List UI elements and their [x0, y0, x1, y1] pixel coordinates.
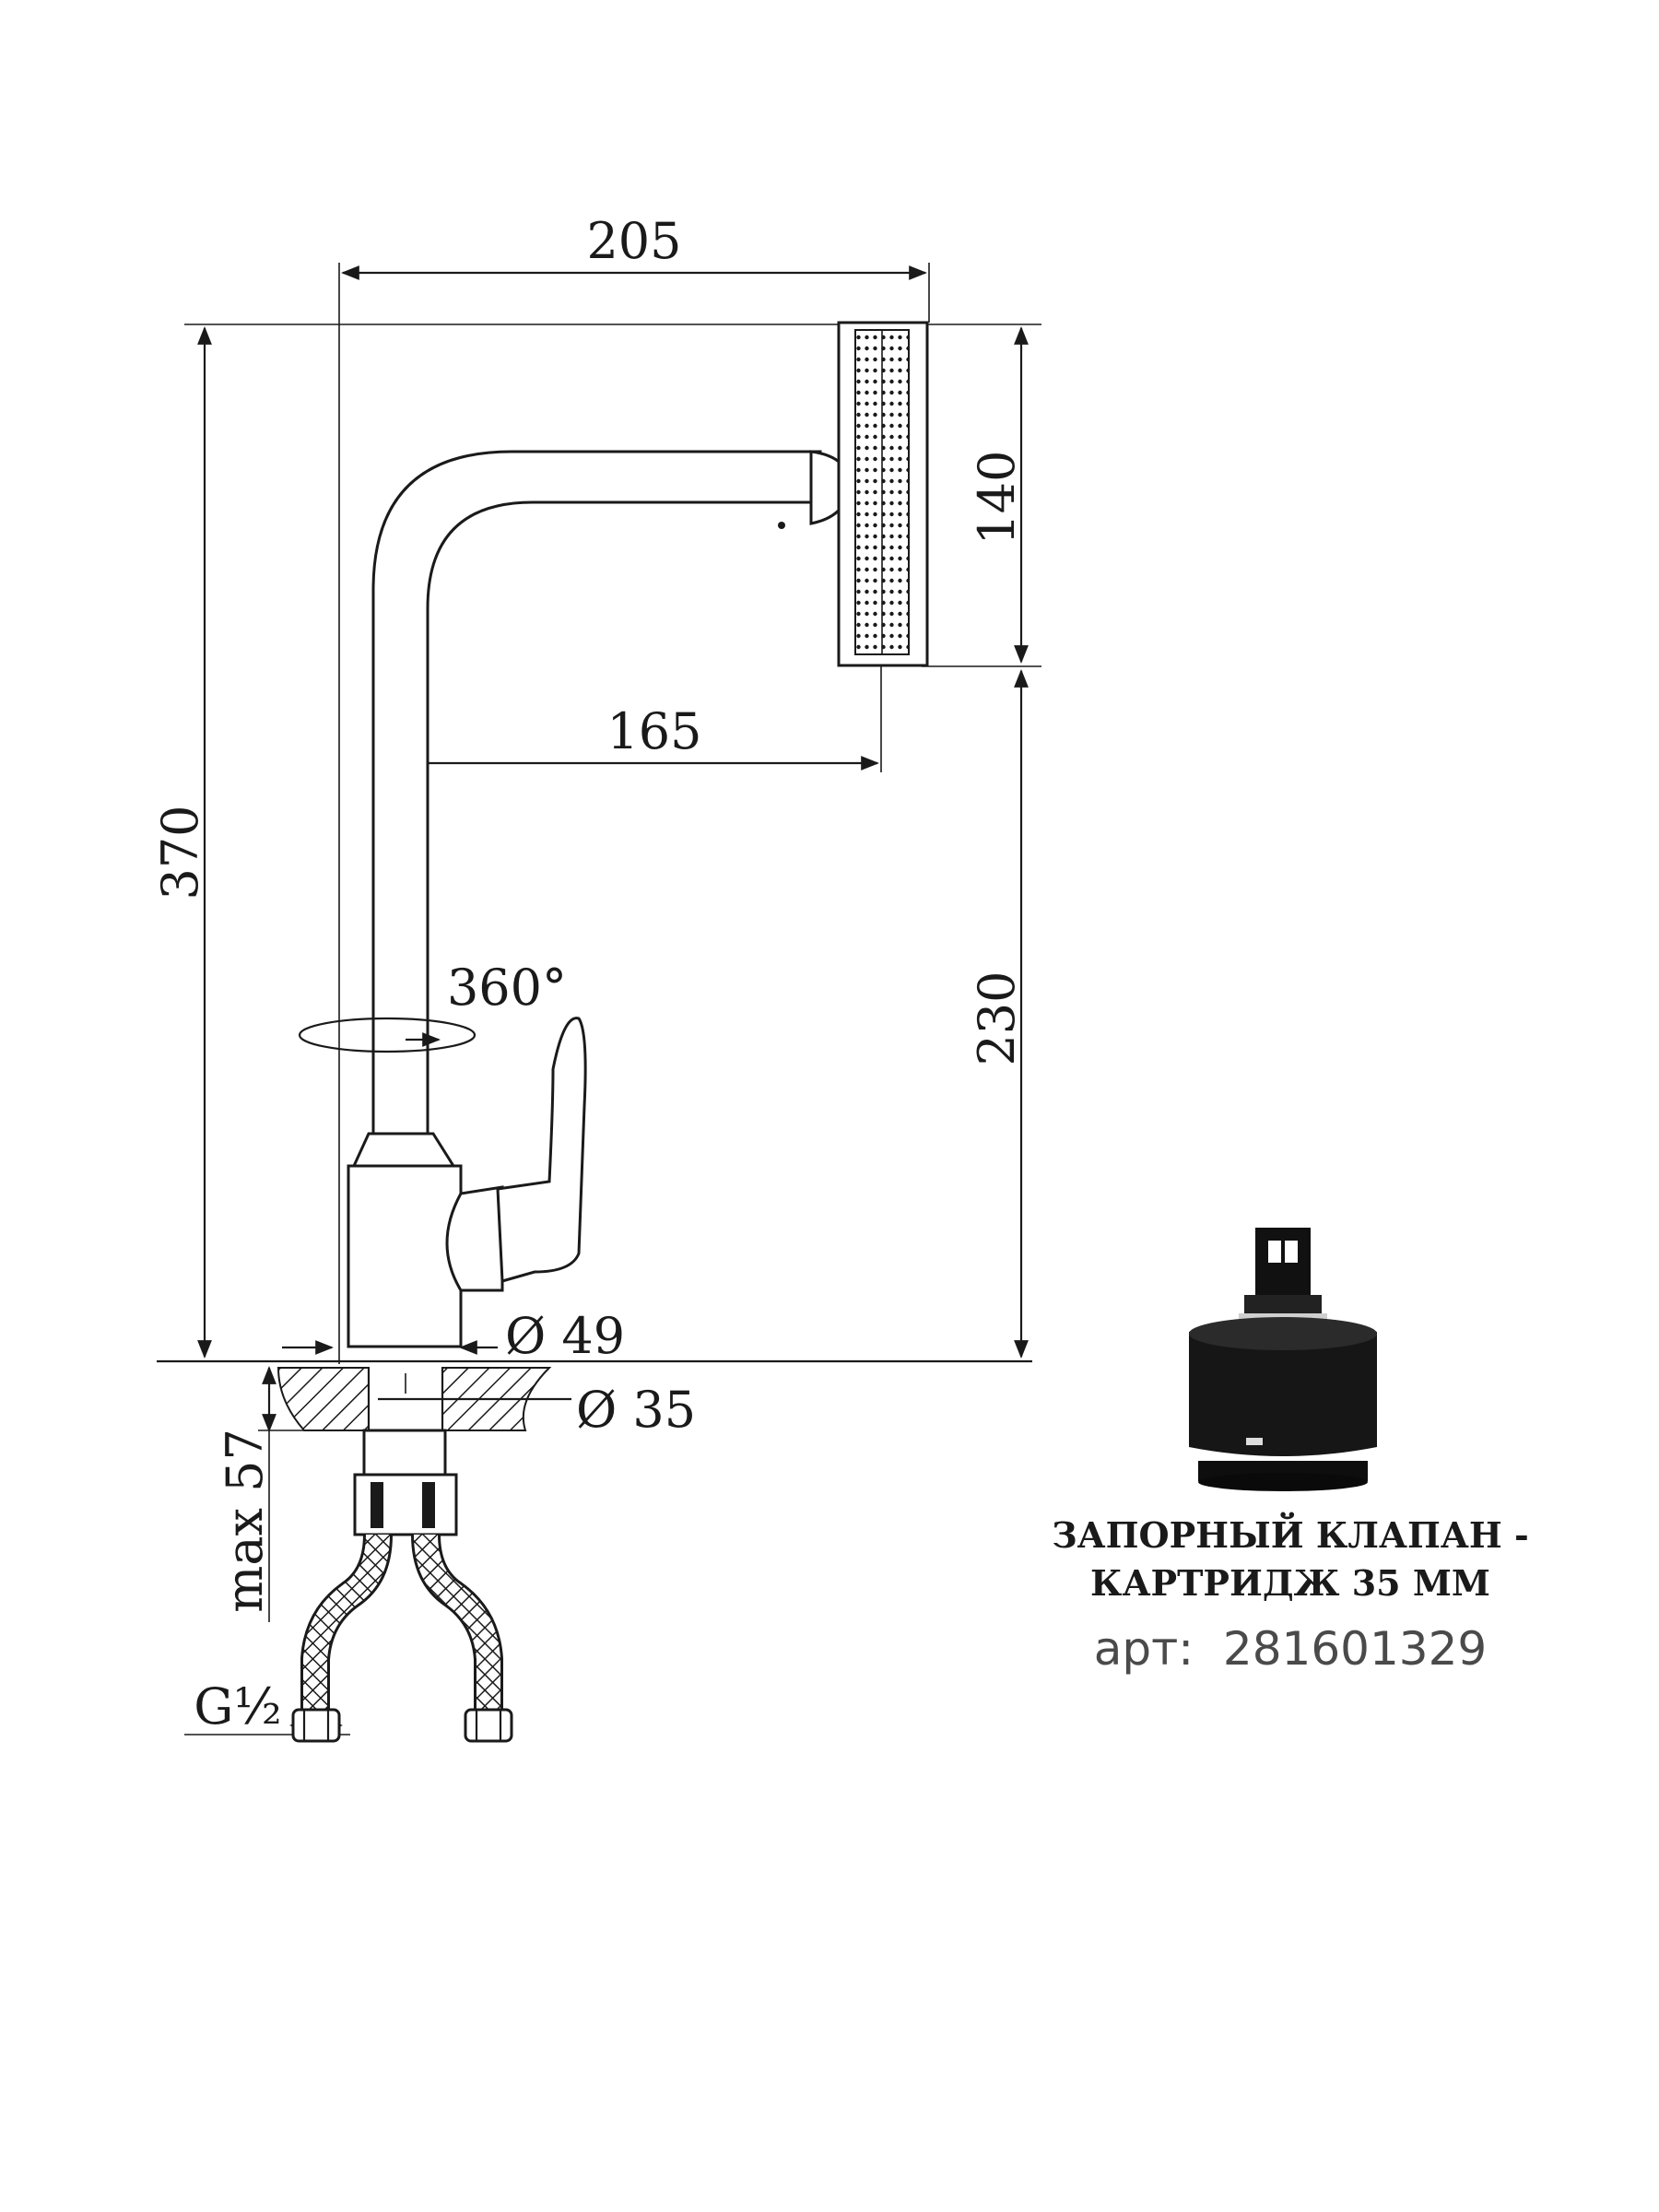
cartridge-article: арт: 281601329 — [1093, 1622, 1488, 1676]
cartridge-title-line2: КАРТРИДЖ 35 ММ — [1090, 1562, 1490, 1604]
dim-counter-thickness: max 57 — [216, 1429, 274, 1613]
dim-mount-hole-diameter: Ø 35 — [576, 1381, 696, 1439]
faucet-body — [298, 321, 929, 1348]
dim-spout-height: 140 — [968, 450, 1026, 545]
cartridge-title-line1: ЗАПОРНЫЙ КЛАПАН - — [1052, 1514, 1529, 1556]
dim-reach-spout: 165 — [606, 702, 701, 760]
dim-rotation: 360° — [447, 959, 567, 1017]
counter-section — [276, 1367, 552, 1431]
cartridge-image — [1189, 1228, 1377, 1491]
dim-base-diameter: Ø 49 — [505, 1307, 625, 1365]
cartridge-caption: ЗАПОРНЫЙ КЛАПАН - КАРТРИДЖ 35 ММ — [1041, 1512, 1539, 1607]
dim-height-under-spout: 230 — [968, 971, 1026, 1065]
dim-connection-thread: G½ — [194, 1677, 281, 1735]
dim-height-total: 370 — [151, 805, 209, 900]
dim-reach-total: 205 — [586, 212, 681, 270]
mounting-and-hoses — [291, 1429, 513, 1743]
